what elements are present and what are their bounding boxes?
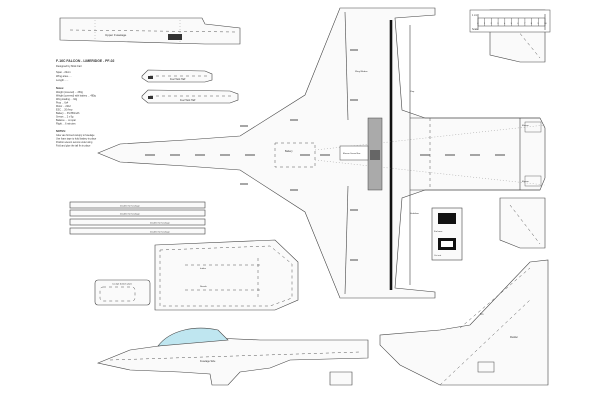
canopy: [157, 327, 229, 347]
battery-bay: [274, 142, 316, 168]
scale-tick-label: 5: [511, 23, 513, 25]
note-line: Battery ... 3S 850mAh: [56, 112, 80, 115]
scale-tick-label: 10: [544, 23, 547, 25]
planform-view: Battery Elevon Servo Box Elevon Elevon F…: [97, 7, 546, 299]
build-note-line: Glue vac-formed canopy to fuselage: [56, 134, 95, 137]
pod-label: Fuel Tank Half: [180, 99, 196, 102]
scale-ticks: 0 1 2 3 4 5 6 7 8 9 10: [477, 18, 547, 26]
battery-label: Battery: [285, 150, 293, 153]
spec-line: Span - 22cm: [56, 70, 71, 74]
build-note-line: Fold and glue the tail fin in place: [56, 145, 91, 148]
doubler-strip: [69, 227, 206, 235]
tab-mark: [148, 76, 153, 79]
scale-tick-label: 0: [477, 23, 479, 25]
scale-tick-label: 4: [504, 23, 506, 25]
note-line: Servos ... 2 x 9g: [56, 116, 74, 119]
doubler-strip: [69, 209, 206, 217]
vent-dark: [438, 213, 456, 224]
build-notes-heading: NOTES:: [56, 129, 66, 133]
upper-fuselage-part: Upper Fuselage: [59, 17, 241, 45]
tab-mark: [148, 96, 153, 99]
flap-label: Flap: [410, 91, 415, 93]
title-block: F-16C FALCON - LIMERIDGE - PF-02 Designe…: [56, 59, 115, 148]
cockpit-plate-label: Cockpit bottom plate: [112, 283, 133, 286]
note-line: Wing loading ... 32g: [56, 98, 78, 101]
note-line: ESC ... 20 Amp: [56, 109, 73, 112]
strip-label: Doubler for fuselage: [120, 205, 140, 208]
rudder-label: Rudder: [510, 336, 518, 339]
ventral-fin: [329, 371, 353, 386]
servo-tray: [339, 145, 369, 161]
note-line: Flight ... 6 minutes: [56, 123, 76, 126]
servo-box-label: Elevon Servo Box: [343, 152, 361, 155]
fuel-tank-pod-1: Fuel Tank Half: [141, 69, 213, 83]
stab-label: Stabilizer: [410, 212, 419, 215]
scale-tick-label: 1: [484, 23, 486, 25]
strip-label: Doubler for fuselage: [150, 231, 170, 234]
note-line: Motor ... 2212: [56, 105, 71, 108]
doubler-strip: [69, 201, 206, 209]
wing-label: Wing Ribbon: [355, 71, 368, 73]
doubler-strips: Doubler for fuselage Doubler for fuselag…: [69, 201, 206, 235]
cockpit-plate-part: Cockpit bottom plate: [94, 279, 151, 306]
scale-bar: 1 cm Scale 0 1 2 3 4 5 6 7 8 9 10: [469, 9, 551, 33]
vent-window: [441, 241, 453, 247]
note-line: Prop ... 6x4: [56, 102, 69, 105]
build-note-line: Position elevon servos under wing: [56, 141, 93, 144]
hinge-mark: [168, 34, 182, 40]
doubler-strip: [69, 218, 206, 226]
strip-label: Doubler for fuselage: [150, 222, 170, 225]
fuselage-side-view: Fuselage Side: [96, 327, 369, 386]
note-line: Weight (covered) ... 250g: [56, 91, 83, 94]
plan-subtitle: Designed by Mick Farr: [56, 64, 82, 68]
scale-tick-label: 3: [497, 23, 499, 25]
note-line: Weight (covered) with battery ... 480g: [56, 95, 96, 98]
fin-base-part: Fin base Cut out: [431, 207, 463, 261]
fin-label: Fin: [480, 313, 484, 316]
tail-fin-part: Fin Rudder: [379, 259, 549, 386]
fuselage-side-label: Fuselage Side: [200, 360, 216, 363]
upper-fuselage-label: Upper Fuselage: [105, 33, 127, 37]
plan-title: F-16C FALCON - LIMERIDGE - PF-02: [56, 59, 115, 63]
hinge-plate: [477, 361, 495, 373]
spec-line: Wing area - ..: [56, 74, 72, 78]
elevon-label: Elevon: [522, 125, 529, 127]
pod-label: Fuel Tank Half: [170, 78, 186, 81]
notes-heading: Notes:: [56, 86, 64, 90]
scale-label: 1 cm: [472, 14, 477, 17]
vent-label: Fin base: [434, 231, 443, 233]
note-line: Balance ... on spar: [56, 119, 76, 122]
scale-tick-label: 7: [524, 23, 526, 25]
scale-tick-label: 6: [517, 23, 519, 25]
strip-label: Doubler for fuselage: [120, 213, 140, 216]
servo-mount: [370, 150, 380, 160]
scale-tick-label: 9: [538, 23, 540, 25]
scale-tick-label: 8: [531, 23, 533, 25]
elevon-label: Elevon: [522, 181, 529, 183]
intake-label: Intake: [200, 267, 207, 270]
nozzle-label: Nozzle: [200, 286, 207, 288]
build-note-line: Use foam tape to hold battery in place: [56, 138, 97, 141]
spec-line: Length - ...: [56, 78, 69, 82]
scale-row-label: Scale: [472, 28, 479, 31]
vent-sub-label: Cut out: [434, 254, 441, 257]
fuel-tank-pod-2: Fuel Tank Half: [141, 89, 239, 104]
intake-part: Intake Nozzle: [154, 239, 299, 311]
scale-tick-label: 2: [491, 23, 493, 25]
